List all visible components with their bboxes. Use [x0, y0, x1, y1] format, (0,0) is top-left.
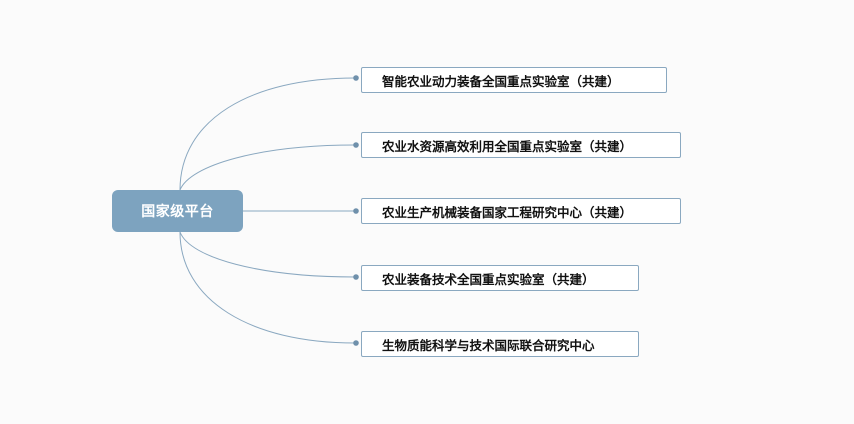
branch-node-label: 农业生产机械装备国家工程研究中心（共建）: [382, 204, 633, 220]
connector-dot-0: [353, 75, 359, 81]
branch-node[interactable]: 农业水资源高效利用全国重点实验室（共建）: [361, 132, 681, 158]
connector-3: [179, 231, 356, 278]
root-node-label: 国家级平台: [141, 204, 214, 220]
branch-node-label: 生物质能科学与技术国际联合研究中心: [382, 337, 595, 353]
branch-node[interactable]: 生物质能科学与技术国际联合研究中心: [361, 331, 639, 357]
branch-node-label: 智能农业动力装备全国重点实验室（共建）: [382, 73, 620, 89]
connector-dot-2: [353, 208, 359, 214]
connector-4: [179, 231, 356, 344]
branch-node-label: 农业水资源高效利用全国重点实验室（共建）: [382, 138, 633, 154]
connector-1: [179, 144, 356, 191]
branch-node[interactable]: 智能农业动力装备全国重点实验室（共建）: [361, 67, 667, 93]
connector-0: [179, 77, 356, 191]
root-node[interactable]: 国家级平台: [112, 190, 243, 232]
connector-dot-1: [353, 142, 359, 148]
branch-node[interactable]: 农业生产机械装备国家工程研究中心（共建）: [361, 198, 681, 224]
branch-node-label: 农业装备技术全国重点实验室（共建）: [382, 271, 595, 287]
connector-dot-4: [353, 340, 359, 346]
connector-dot-3: [353, 274, 359, 280]
branch-node[interactable]: 农业装备技术全国重点实验室（共建）: [361, 265, 639, 291]
